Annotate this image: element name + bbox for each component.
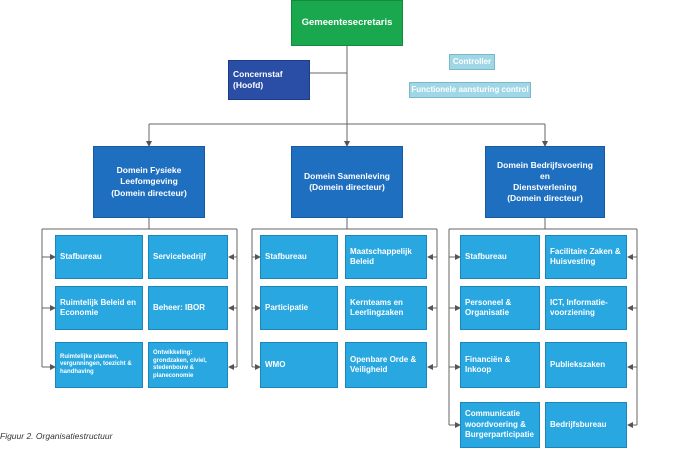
domain-1-title-line-1: Domein Fysieke [116,165,182,176]
domain-3-title-line-3: (Domein directeur) [507,193,583,204]
unit-publiekszaken: Publiekszaken [545,342,627,388]
domain-3-title-line-1: Domein Bedrijfsvoering en [497,159,593,181]
gemeentesecretaris-box: Gemeentesecretaris [291,0,403,46]
unit-maatschappelijk-beleid: Maatschappelijk Beleid [345,235,427,279]
unit-beheer-ibor: Beheer: IBOR [148,286,228,330]
unit-financien-inkoop: Financiën & Inkoop [460,342,540,388]
concernstaf-line-2: (Hoofd) [233,80,264,90]
figure-caption: Figuur 2. Organisatiestructuur [0,431,113,441]
unit-wmo: WMO [260,342,338,388]
unit-stafbureau-samenleving: Stafbureau [260,235,338,279]
unit-openbare-orde-veiligheid: Openbare Orde & Veiligheid [345,342,427,388]
domain-3-title-line-2: Dienstverlening [513,182,577,192]
unit-servicebedrijf: Servicebedrijf [148,235,228,279]
concernstaf-box: Concernstaf (Hoofd) [228,60,310,100]
domain-bedrijfsvoering-dienstverlening: Domein Bedrijfsvoering en Dienstverlenin… [485,146,605,218]
legend-controller: Controller [449,54,495,70]
unit-ontwikkeling: Ontwikkeling: grondzaken, civiel, steden… [148,342,228,388]
unit-ruimtelijk-beleid: Ruimtelijk Beleid en Economie [55,286,143,330]
domain-1-title-line-2: Leefomgeving [120,176,178,187]
unit-stafbureau-bedrijfsvoering: Stafbureau [460,235,540,279]
unit-facilitaire-zaken: Facilitaire Zaken & Huisvesting [545,235,627,279]
unit-stafbureau-fysiek: Stafbureau [55,235,143,279]
unit-kernteams-leerlingzaken: Kernteams en Leerlingzaken [345,286,427,330]
unit-personeel-organisatie: Personeel & Organisatie [460,286,540,330]
unit-bedrijfsbureau: Bedrijfsbureau [545,402,627,448]
domain-2-title-line-2: (Domein directeur) [309,182,385,192]
domain-samenleving: Domein Samenleving (Domein directeur) [291,146,403,218]
legend-functionele-aansturing: Functionele aansturing control [409,82,531,98]
domain-fysieke-leefomgeving: Domein Fysieke Leefomgeving (Domein dire… [93,146,205,218]
unit-ruimtelijke-plannen: Ruimtelijke plannen, vergunningen, toezi… [55,342,143,388]
unit-ict-informatievoorziening: ICT, Informatie-voorziening [545,286,627,330]
unit-communicatie: Communicatie woordvoering & Burgerpartic… [460,402,540,448]
concernstaf-line-1: Concernstaf [233,68,283,79]
domain-2-title-line-1: Domein Samenleving [304,170,390,181]
unit-participatie: Participatie [260,286,338,330]
domain-1-title-line-3: (Domein directeur) [111,187,187,198]
